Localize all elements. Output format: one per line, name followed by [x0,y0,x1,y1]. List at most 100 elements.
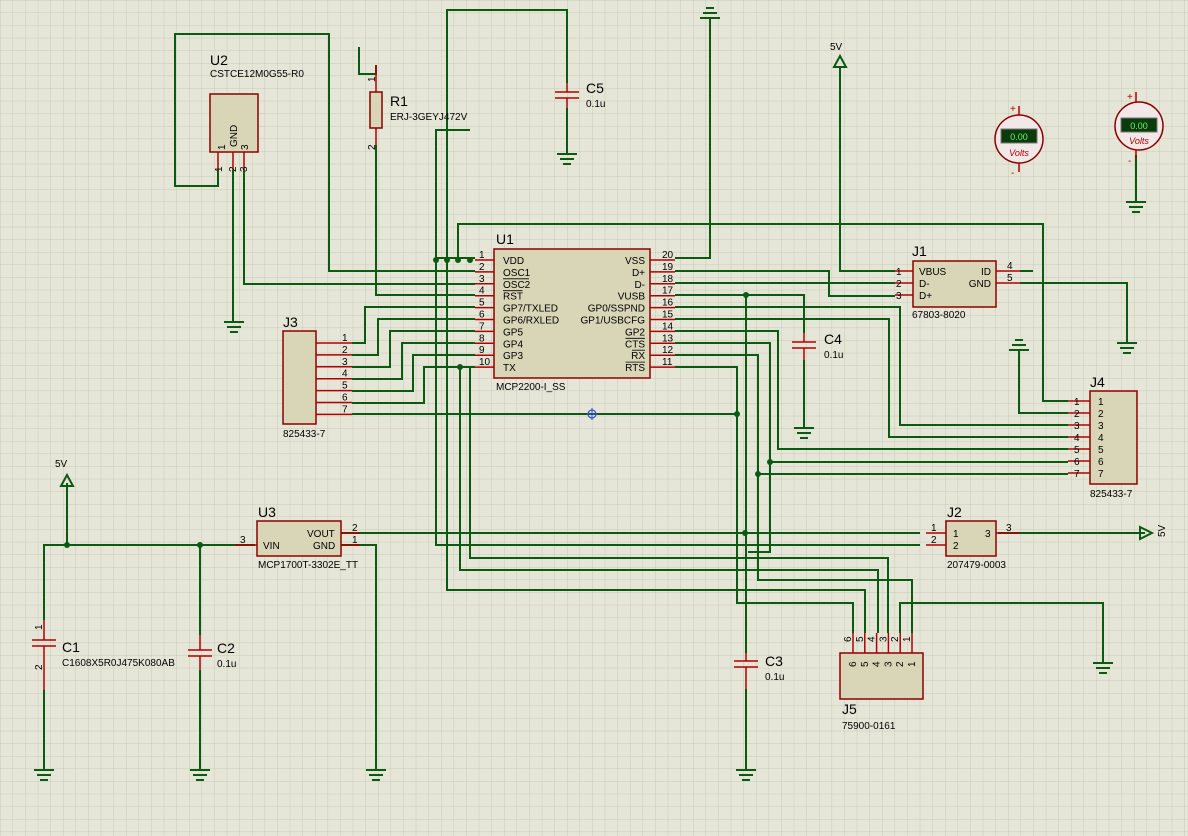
pin-name: D- [919,279,930,290]
pin-number: 3 [1074,421,1080,432]
pin-label: 2 [1098,409,1104,420]
pin-number: 3 [240,144,251,150]
power-label: 5V [830,42,843,53]
pin-name: GP1/USBCFG [581,316,646,327]
pin-name: GP4 [503,339,523,350]
pin-number: 3 [479,274,485,285]
pin-number: 18 [662,274,674,285]
pin-label: 1 [1098,397,1104,408]
pin-number: 1 [1074,397,1080,408]
capacitor-c1[interactable]: C1 C1608X5R0J475K080AB 1 2 [32,620,175,690]
pin-number: 3 [878,636,889,642]
pin-name: GND [313,541,335,552]
ground-icon [224,321,244,333]
component-part: 67803-8020 [912,310,966,321]
pin-label: 3 [1098,421,1104,432]
pin-number: 2 [228,166,239,172]
pin-number: 2 [342,345,348,356]
component-ref: J3 [283,314,298,330]
pin-label: 3 [883,661,894,667]
pin-number: 2 [953,541,959,552]
ground-icon [1126,201,1146,213]
u1-left-pins: 1VDD2OSC13OSC24RST5GP7/TXLED6GP6/RXLED7G… [475,250,559,374]
pin-number: 7 [1074,469,1080,480]
pin-name: OSC2 [503,280,531,291]
pin-label: 1 [907,661,918,667]
meter-readout: 0.00 [1130,121,1148,131]
pin-number: 3 [896,291,902,302]
pin-number: 6 [479,310,485,321]
component-part: CSTCE12M0G55-R0 [210,69,304,80]
capacitor-c3[interactable]: C3 0.1u [734,653,784,689]
pin-number: 19 [662,262,674,273]
pin-name: VOUT [307,529,335,540]
pin-name: VIN [263,541,280,552]
regulator-u3[interactable]: U3 MCP1700T-3302E_TT VIN VOUT GND 3 2 1 [235,504,360,571]
pin-number: 5 [342,381,348,392]
pin-number: 1 [367,76,378,82]
power-5v-top: 5V [830,42,848,68]
crystal-u2[interactable]: U2 CSTCE12M0G55-R0 GND 1 3 1 2 3 [209,52,304,172]
pin-number: 4 [342,369,348,380]
capacitor-c4[interactable]: C4 0.1u [792,331,843,361]
pin-number: 7 [342,404,348,415]
pin-number: 20 [662,250,674,261]
component-ref: U3 [258,504,276,520]
pin-number: 13 [662,333,674,344]
capacitor-c2[interactable]: C2 0.1u [188,635,236,670]
pin-name: VUSB [618,292,646,303]
component-ref: J4 [1090,374,1105,390]
pin-number: 6 [1074,457,1080,468]
pin-number: 14 [662,321,674,332]
pin-number: 4 [867,636,878,642]
pin-number: 1 [902,636,913,642]
pin-number: 5 [479,298,485,309]
ground-icon [736,769,756,781]
pin-label: 5 [860,661,871,667]
pin-number: 1 [214,166,225,172]
component-ref: J1 [912,243,927,259]
pin-name: GP6/RXLED [503,316,559,327]
pin-number: 1 [953,529,959,540]
component-ref: U1 [496,231,514,247]
pin-number: 10 [479,357,491,368]
pin-name: D- [634,280,645,291]
voltmeter-2[interactable]: 0.00 Volts + - [1114,92,1164,167]
junctions [64,257,773,548]
pin-number: 5 [855,636,866,642]
pin-number: 2 [367,144,378,150]
voltmeter-1[interactable]: 0.00 Volts + - [994,104,1044,179]
component-value: 0.1u [586,99,605,110]
component-value: 0.1u [824,350,843,361]
pin-name: RST [503,292,523,303]
ground-icon [700,7,720,19]
component-ref: C1 [62,639,80,655]
ic-u1[interactable]: U1 MCP2200-I_SS 1VDD2OSC13OSC24RST5GP7/T… [475,231,675,393]
component-part: C1608X5R0J475K080AB [62,658,175,669]
plus-icon: + [1127,92,1133,103]
pin-name: D+ [632,268,645,279]
pin-name: GP7/TXLED [503,304,558,315]
ground-icon [557,153,577,165]
pin-name: GND [969,279,991,290]
pin-name: VSS [625,256,645,267]
pin-number: 3 [240,535,246,546]
pin-number: 3 [985,529,991,540]
ground-icon [190,769,210,781]
component-part: MCP2200-I_SS [496,382,566,393]
connector-j2[interactable]: J2 207479-0003 1 2 3 1 2 3 [926,504,1020,571]
capacitor-c5[interactable]: C5 0.1u [555,80,605,110]
pin-name: GP5 [503,327,523,338]
pin-name: RTS [625,363,645,374]
component-ref: C4 [824,331,842,347]
pin-name: RX [631,351,645,362]
pin-number: 1 [931,523,937,534]
component-part: ERJ-3GEYJ472V [390,112,468,123]
resistor-r1[interactable]: R1 ERJ-3GEYJ472V 1 2 [367,65,468,150]
pin-number: 6 [342,393,348,404]
pin-number: 1 [896,267,902,278]
